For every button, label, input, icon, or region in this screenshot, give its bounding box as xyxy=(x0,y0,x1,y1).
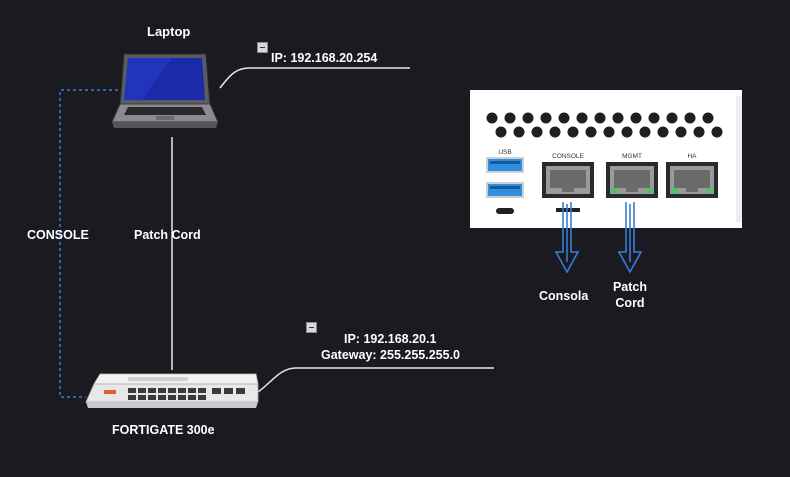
port-label-usb: USB xyxy=(498,149,511,156)
fortigate-ip-label: IP: 192.168.20.1 xyxy=(344,332,437,346)
patch-cord-right-line2: Cord xyxy=(615,296,645,310)
console-port xyxy=(542,162,594,212)
patch-cord-right-line1: Patch xyxy=(612,280,648,294)
port-label-console: CONSOLE xyxy=(552,153,584,160)
laptop-ip-label: IP: 192.168.20.254 xyxy=(271,51,378,65)
collapse-icon-laptop[interactable] xyxy=(257,42,268,53)
laptop-label: Laptop xyxy=(147,24,191,39)
port-label-ha: HA xyxy=(687,153,697,160)
usb-port-1 xyxy=(486,157,524,173)
ha-port xyxy=(666,162,718,198)
fortigate-device-icon xyxy=(85,373,259,408)
console-label: CONSOLE xyxy=(27,228,89,242)
usb-port-2 xyxy=(486,182,524,198)
port-label-mgmt: MGMT xyxy=(622,153,642,160)
device-front-panel: USB CONSOLE MGMT HA xyxy=(470,90,742,228)
collapse-icon-fortigate[interactable] xyxy=(306,322,317,333)
patch-cord-arrow-icon xyxy=(617,202,643,274)
fortigate-label: FORTIGATE 300e xyxy=(112,423,215,437)
fortigate-callout-line xyxy=(257,367,494,393)
laptop-icon xyxy=(112,53,218,128)
console-arrow-icon xyxy=(554,202,580,274)
vent-holes xyxy=(486,112,723,138)
fortigate-gateway-label: Gateway: 255.255.255.0 xyxy=(321,348,460,362)
mgmt-port xyxy=(606,162,658,198)
consola-label: Consola xyxy=(539,289,589,303)
usb-c-port xyxy=(496,208,514,214)
laptop-callout-line xyxy=(219,67,410,89)
console-cable-line xyxy=(59,89,118,398)
patch-cord-label: Patch Cord xyxy=(134,228,201,242)
